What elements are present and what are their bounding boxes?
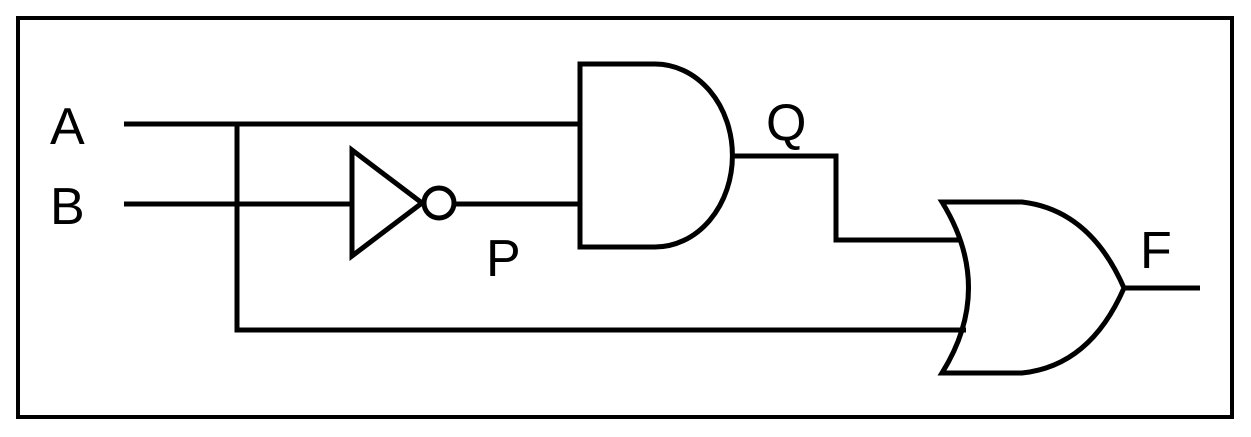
input-a-label: A	[50, 98, 85, 156]
input-b-label: B	[50, 178, 85, 236]
not-gate-bubble	[421, 185, 457, 221]
output-f-label: F	[1140, 222, 1172, 280]
and-gate	[577, 61, 735, 250]
diagram-frame	[16, 16, 1234, 419]
or-gate	[937, 199, 1127, 376]
node-q-label: Q	[766, 94, 806, 152]
not-gate	[349, 144, 427, 262]
wire-q-to-or	[732, 153, 960, 243]
node-p-label: P	[486, 230, 521, 288]
wire-a-branch-to-or	[234, 124, 966, 333]
